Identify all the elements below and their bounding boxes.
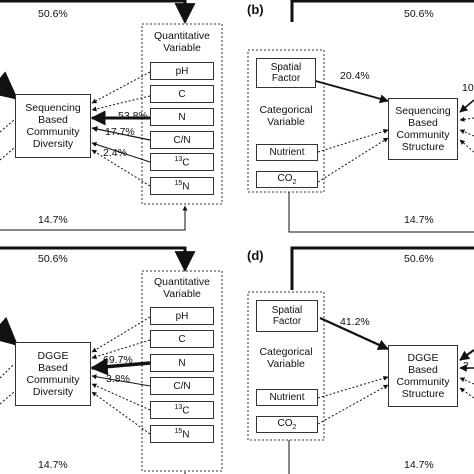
edge-CN-a xyxy=(91,126,151,141)
cat-group-box-b xyxy=(247,49,325,193)
panel-label-d: (d) xyxy=(247,248,264,263)
edge-nutrient-b xyxy=(317,128,389,153)
cat-title-b-2: Variable xyxy=(267,116,305,128)
factor-c-c: C xyxy=(150,330,214,348)
bottom-path-a xyxy=(0,205,188,231)
cat-title-b-1: Categorical xyxy=(259,104,313,116)
top-percent-a: 50.6% xyxy=(38,8,68,20)
nutrient-b: Nutrient xyxy=(256,144,318,161)
edge-right-b4 xyxy=(459,139,474,153)
edge-CN-c xyxy=(91,374,151,387)
group-title-a-1: Quantitative xyxy=(153,30,211,42)
top-percent-d: 50.6% xyxy=(404,253,434,265)
group-title-c-1: Quantitative xyxy=(153,276,211,288)
right-edge-label-d: 2 xyxy=(463,360,469,372)
top-percent-c: 50.6% xyxy=(38,253,68,265)
path-label-d: 41.2% xyxy=(340,316,370,328)
factor-n-a: N xyxy=(150,108,214,126)
edge-15N-a xyxy=(91,149,151,187)
quant-group-box-a xyxy=(141,23,223,205)
edge-right-b3 xyxy=(459,129,474,137)
nutrient-d: Nutrient xyxy=(256,389,318,406)
left-node-a: Sequencing Based Community Diversity xyxy=(15,94,91,158)
factor-cn-c: C/N xyxy=(150,377,214,395)
bottom-percent-c: 14.7% xyxy=(38,459,68,471)
group-title-c-2: Variable xyxy=(163,288,201,300)
edge-co2-d xyxy=(317,384,389,425)
edge-13C-c xyxy=(91,383,151,411)
factor-n-c: N xyxy=(150,354,214,372)
edge-right-d3 xyxy=(459,377,474,385)
edge-pH-a xyxy=(91,71,151,104)
group-title-a-2: Variable xyxy=(163,42,201,54)
co2-d: CO2 xyxy=(256,416,318,433)
edge-right-d4 xyxy=(459,387,474,399)
edge-spatial-b xyxy=(311,79,389,104)
edge-big-left-a xyxy=(0,71,19,100)
bottom-percent-d: 14.7% xyxy=(404,459,434,471)
right-node-d: DGGE Based Community Structure xyxy=(388,345,458,407)
path-label-a-1: 53.8% xyxy=(118,110,148,122)
right-node-b: Sequencing Based Community Structure xyxy=(388,98,458,160)
path-label-c-2: 3.8% xyxy=(106,373,130,385)
edge-dot-left-c1 xyxy=(0,363,15,379)
edge-dot-left-a2 xyxy=(0,147,15,161)
edge-nutrient-d xyxy=(317,375,389,399)
edge-dot-left-a1 xyxy=(0,119,15,133)
co2-b: CO2 xyxy=(256,171,318,188)
right-edge-label-b: 10 xyxy=(462,82,474,94)
path-label-a-2: 17.7% xyxy=(105,126,135,138)
edge-15N-c xyxy=(91,391,151,435)
path-label-c-1: 69.7% xyxy=(103,354,133,366)
spatial-factor-b: Spatial Factor xyxy=(256,58,316,88)
panel-label-b: (b) xyxy=(247,2,264,17)
edge-N-c xyxy=(90,357,151,376)
edge-right-d1 xyxy=(459,349,474,361)
top-path-b xyxy=(290,0,474,22)
cat-group-box-d xyxy=(247,291,325,441)
factor-ph-c: pH xyxy=(150,307,214,325)
edge-right-b1 xyxy=(459,99,474,113)
top-percent-b: 50.6% xyxy=(404,8,434,20)
edge-co2-b xyxy=(317,137,389,183)
top-path-c xyxy=(0,246,196,273)
top-path-a xyxy=(0,0,196,25)
edge-pH-c xyxy=(91,316,151,353)
path-label-b: 20.4% xyxy=(340,70,370,82)
bottom-path-b xyxy=(288,192,474,233)
edge-right-b2 xyxy=(459,116,474,122)
cat-title-d-1: Categorical xyxy=(259,346,313,358)
factor-ph-a: pH xyxy=(150,62,214,80)
factor-c-a: C xyxy=(150,85,214,103)
quant-group-box-c xyxy=(141,270,223,472)
cat-title-d-2: Variable xyxy=(267,358,305,370)
factor-cn-a: C/N xyxy=(150,131,214,149)
left-node-c: DGGE Based Community Diversity xyxy=(15,342,91,406)
bottom-percent-a: 14.7% xyxy=(38,214,68,226)
factor-15n-c: 15N xyxy=(150,425,214,443)
factor-13c-a: 13C xyxy=(150,153,214,171)
edge-C-a xyxy=(91,95,151,112)
factor-15n-a: 15N xyxy=(150,177,214,195)
bottom-percent-b: 14.7% xyxy=(404,214,434,226)
edge-big-left-c xyxy=(0,316,19,346)
edge-dot-left-c2 xyxy=(0,391,15,405)
top-path-d xyxy=(290,246,474,290)
path-label-a-3: 2.4% xyxy=(103,147,127,159)
spatial-factor-d: Spatial Factor xyxy=(256,300,318,332)
edge-spatial-d xyxy=(319,316,390,351)
edge-13C-a xyxy=(91,142,151,163)
factor-13c-c: 13C xyxy=(150,401,214,419)
